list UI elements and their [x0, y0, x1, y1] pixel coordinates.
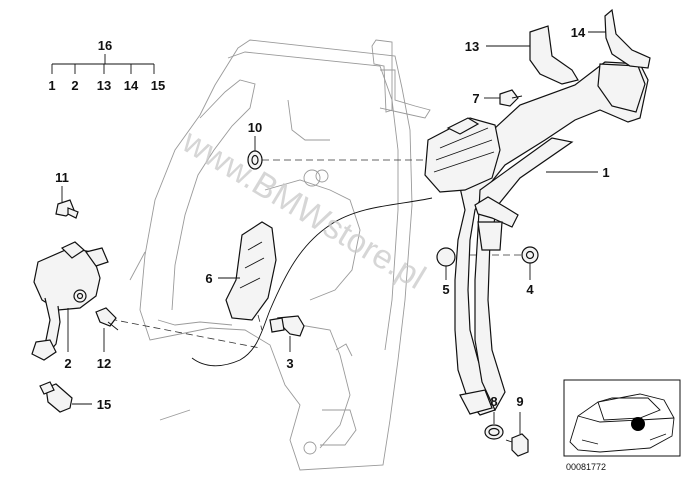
bracket-part-6: [225, 221, 277, 321]
seat-belt-part-1: [454, 61, 649, 416]
group-member: 1: [48, 78, 55, 93]
cover-part-13: [529, 25, 579, 85]
document-number: 00081772: [566, 462, 606, 472]
leader-lines: [61, 31, 606, 434]
group-member: 14: [124, 78, 139, 93]
dashed-leader-line: [99, 314, 261, 349]
callout-14: 14: [571, 25, 586, 40]
group-member: 13: [97, 78, 111, 93]
callout-13: 13: [465, 39, 479, 54]
callout-8: 8: [490, 394, 497, 409]
watermark: www.BMWstore.pl: [175, 122, 432, 297]
bolt-part-12: [95, 307, 119, 331]
callout-10: 10: [248, 120, 262, 135]
group-number: 16: [98, 38, 112, 53]
seat-frame: [129, 39, 431, 471]
bolt-part-7: [499, 89, 523, 107]
callout-11: 11: [55, 170, 69, 185]
belt-retractor: [424, 117, 501, 193]
vehicle-inset: [563, 379, 681, 457]
belt-buckle-part-2: [31, 241, 109, 361]
callout-15: 15: [97, 397, 111, 412]
group-header-16: 16 1 2 13 14 15: [48, 38, 165, 93]
group-member: 15: [151, 78, 165, 93]
cover-part-14: [604, 8, 651, 69]
callout-4: 4: [526, 282, 534, 297]
callout-5: 5: [442, 282, 449, 297]
callout-9: 9: [516, 394, 523, 409]
sensor-cable: [191, 197, 433, 367]
grommet-part-10: [247, 150, 263, 170]
location-marker: [631, 417, 645, 431]
bolt-part-11: [55, 199, 79, 219]
callout-2: 2: [64, 356, 71, 371]
callout-3: 3: [286, 356, 293, 371]
cap-part-5: [436, 247, 456, 267]
nut-part-4: [521, 246, 539, 264]
callout-12: 12: [97, 356, 111, 371]
callout-6: 6: [205, 271, 212, 286]
callout-7: 7: [472, 91, 479, 106]
connector-part-15: [39, 381, 73, 413]
bolt-part-9: [505, 433, 529, 457]
callouts: 1 2 3 4 5 6 7 8 9 10 11 12 13 14 15: [55, 25, 609, 412]
group-member: 2: [71, 78, 78, 93]
callout-1: 1: [602, 165, 609, 180]
dashed-leader-line: [257, 314, 263, 331]
clip-part-3: [269, 315, 305, 337]
washer-part-8: [484, 424, 504, 440]
